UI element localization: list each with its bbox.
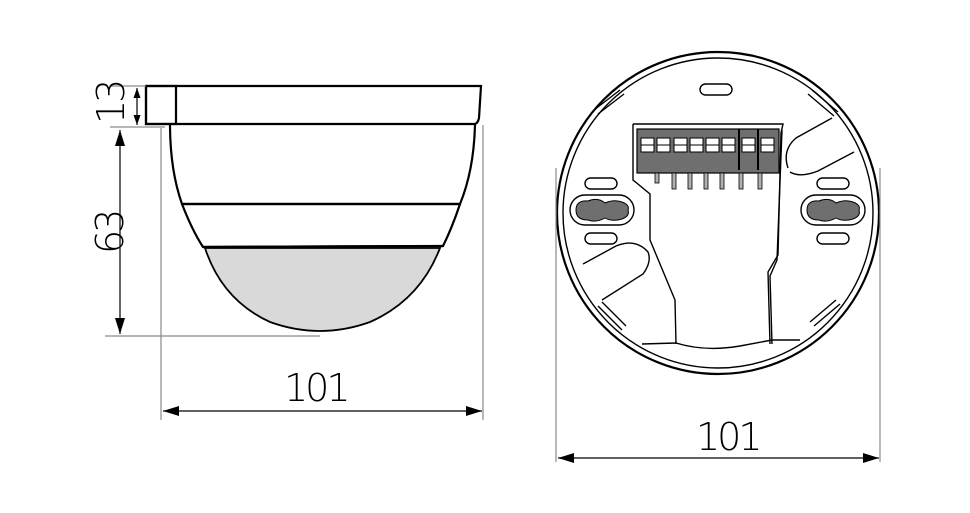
top-slot [699, 83, 733, 96]
sensor-lens [203, 247, 442, 332]
dome-body-upper [168, 123, 477, 206]
ring-tab [144, 84, 178, 126]
cavity-bottom-edge [641, 339, 800, 350]
base-view: 101 [555, 50, 881, 463]
terminal-pins [654, 172, 763, 190]
side-slot [584, 177, 618, 190]
mount-slot-right [806, 198, 860, 222]
dome-body-lower [180, 203, 462, 249]
base-inner-ring [562, 57, 874, 369]
ring-height-label: 13 [89, 82, 133, 124]
side-width-label: 101 [284, 366, 348, 410]
mount-slot-left-outline [569, 194, 635, 226]
side-slot [584, 232, 618, 245]
rim-notch [809, 299, 841, 327]
side-slot [816, 232, 850, 245]
side-slot [816, 177, 850, 190]
rim-notch [807, 89, 839, 117]
base-outer-ring [555, 50, 881, 376]
base-width-label: 101 [696, 415, 760, 459]
side-view: 13 63 101 [88, 82, 484, 420]
cable-guide-right [785, 117, 855, 176]
dome-height-label: 63 [88, 212, 132, 254]
rim-notch [597, 301, 627, 331]
lens-seam [202, 244, 444, 249]
cavity-right-edge-inner [769, 129, 783, 345]
mount-slot-right-outline [800, 194, 866, 226]
terminal-screws [640, 137, 775, 153]
cavity-left-edge [632, 124, 677, 345]
cable-guide-left [582, 242, 650, 301]
terminal-block [636, 128, 780, 190]
mounting-ring [144, 84, 483, 126]
mount-slot-left [575, 198, 629, 222]
rim-notch [593, 89, 625, 115]
